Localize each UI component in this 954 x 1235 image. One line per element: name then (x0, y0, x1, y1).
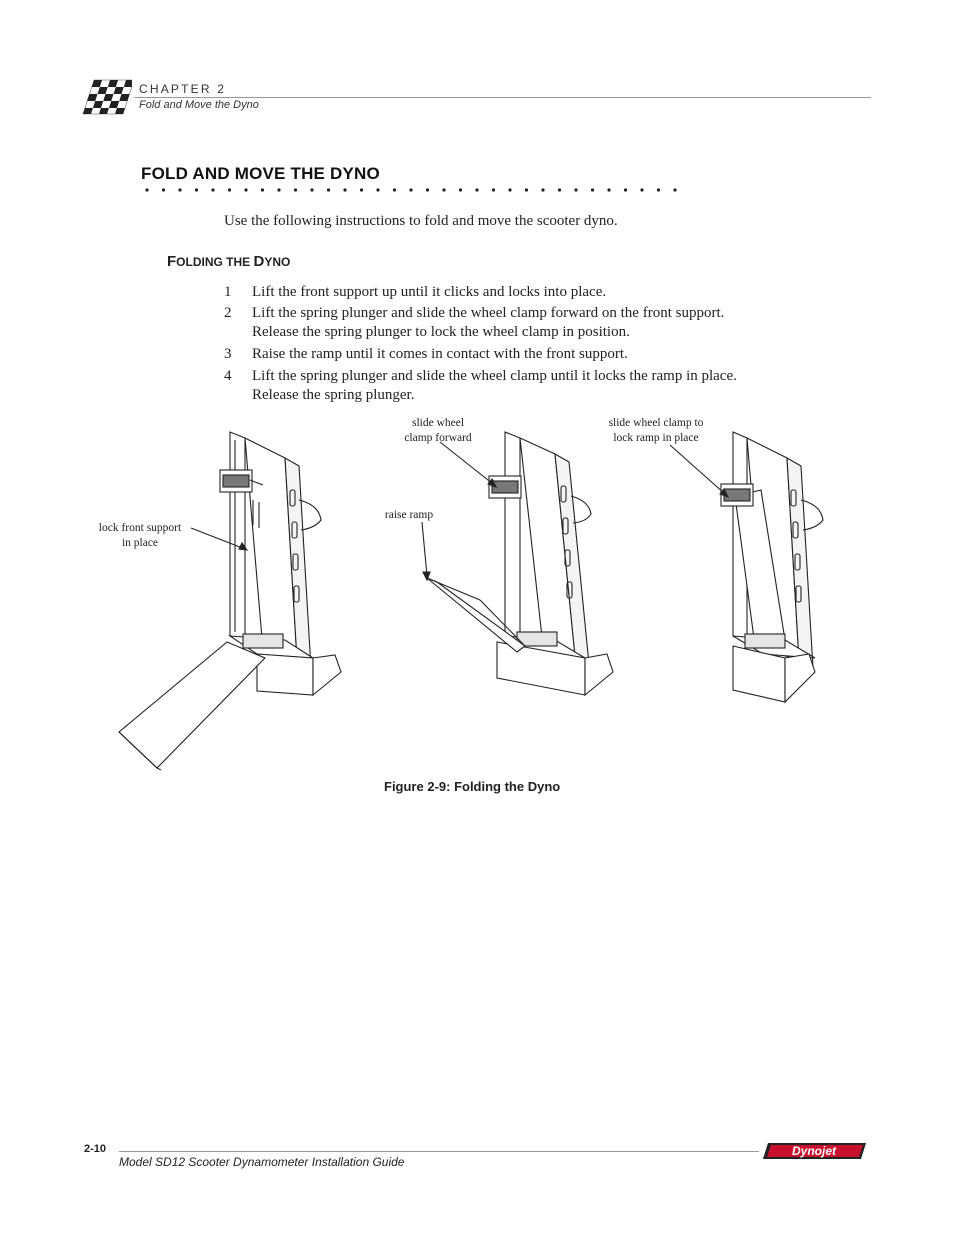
divider-dot (574, 188, 578, 192)
dyno-unfolded-drawing (118, 431, 342, 771)
callout-line: in place (121, 537, 159, 549)
callout-raise-ramp: raise ramp (372, 508, 446, 523)
dotted-divider (145, 188, 677, 192)
chapter-label: CHAPTER 2 (139, 82, 227, 96)
divider-dot (640, 188, 644, 192)
checkered-flag-icon (82, 79, 132, 115)
section-title: FOLD AND MOVE THE DYNO (141, 164, 380, 183)
divider-dot (194, 188, 199, 192)
divider-dot (656, 188, 661, 192)
divider-dot (541, 188, 545, 192)
divider-dot (161, 188, 166, 192)
divider-dot (392, 188, 397, 192)
callout-line: lock front support (98, 522, 182, 534)
dynojet-logo: Dynojet (763, 1143, 866, 1159)
divider-dot (277, 188, 281, 192)
subsection-title: FOLDING THE DYNO (167, 253, 290, 270)
divider-dot (227, 188, 232, 192)
divider-dot (376, 188, 380, 192)
divider-dot (475, 188, 479, 192)
callout-leaders (190, 441, 730, 582)
subsection-title-rest-2: YNO (264, 255, 291, 269)
subsection-title-initial-2: D (253, 253, 265, 270)
page-number: 2-10 (84, 1143, 107, 1155)
header-rule (134, 97, 871, 98)
step-number: 2 (224, 305, 232, 321)
callout-line: slide wheel (411, 417, 465, 429)
step-text: Release the spring plunger to lock the w… (252, 324, 630, 340)
divider-dot (145, 188, 149, 192)
divider-dot (359, 188, 364, 192)
callout-line: lock ramp in place (613, 432, 699, 444)
divider-dot (211, 188, 215, 192)
divider-dot (409, 188, 413, 192)
step-text: Raise the ramp until it comes in contact… (252, 346, 628, 362)
dynojet-logo-text: Dynojet (792, 1144, 837, 1158)
divider-dot (310, 188, 314, 192)
callout-line: slide wheel clamp to (608, 417, 704, 429)
dyno-ramp-raising-drawing (426, 431, 614, 697)
step-text: Lift the spring plunger and slide the wh… (252, 368, 737, 384)
divider-dot (557, 188, 562, 192)
callout-slide-wheel-clamp-forward: slide wheel clamp forward (386, 416, 490, 446)
divider-dot (343, 188, 347, 192)
chapter-subtitle: Fold and Move the Dyno (139, 99, 259, 111)
divider-dot (293, 188, 298, 192)
divider-dot (326, 188, 331, 192)
step-text: Lift the front support up until it click… (252, 284, 607, 300)
callout-line: raise ramp (384, 509, 434, 521)
divider-dot (425, 188, 430, 192)
figure-caption: Figure 2-9: Folding the Dyno (384, 779, 561, 794)
divider-dot (607, 188, 611, 192)
divider-dot (524, 188, 529, 192)
step-text: Release the spring plunger. (252, 387, 415, 403)
divider-dot (244, 188, 248, 192)
intro-paragraph: Use the following instructions to fold a… (224, 213, 618, 229)
step-number: 3 (224, 346, 232, 362)
divider-dot (260, 188, 265, 192)
dyno-folded-drawing (720, 431, 824, 704)
subsection-title-rest-1: OLDING THE (176, 255, 254, 269)
divider-dot (508, 188, 512, 192)
divider-dot (442, 188, 446, 192)
folding-dyno-illustration (118, 431, 824, 771)
callout-slide-wheel-clamp-lock: slide wheel clamp to lock ramp in place (590, 416, 722, 446)
callout-lock-front-support: lock front support in place (88, 521, 192, 551)
step-number: 1 (224, 284, 232, 300)
divider-dot (590, 188, 595, 192)
footer-rule (119, 1151, 759, 1152)
divider-dot (458, 188, 463, 192)
divider-dot (673, 188, 677, 192)
divider-dot (178, 188, 182, 192)
divider-dot (491, 188, 496, 192)
divider-dot (623, 188, 628, 192)
step-number: 4 (224, 368, 232, 384)
step-text: Lift the spring plunger and slide the wh… (252, 305, 725, 321)
callout-line: clamp forward (404, 432, 472, 444)
guide-title: Model SD12 Scooter Dynamometer Installat… (119, 1155, 405, 1169)
subsection-title-initial-1: F (167, 253, 177, 270)
